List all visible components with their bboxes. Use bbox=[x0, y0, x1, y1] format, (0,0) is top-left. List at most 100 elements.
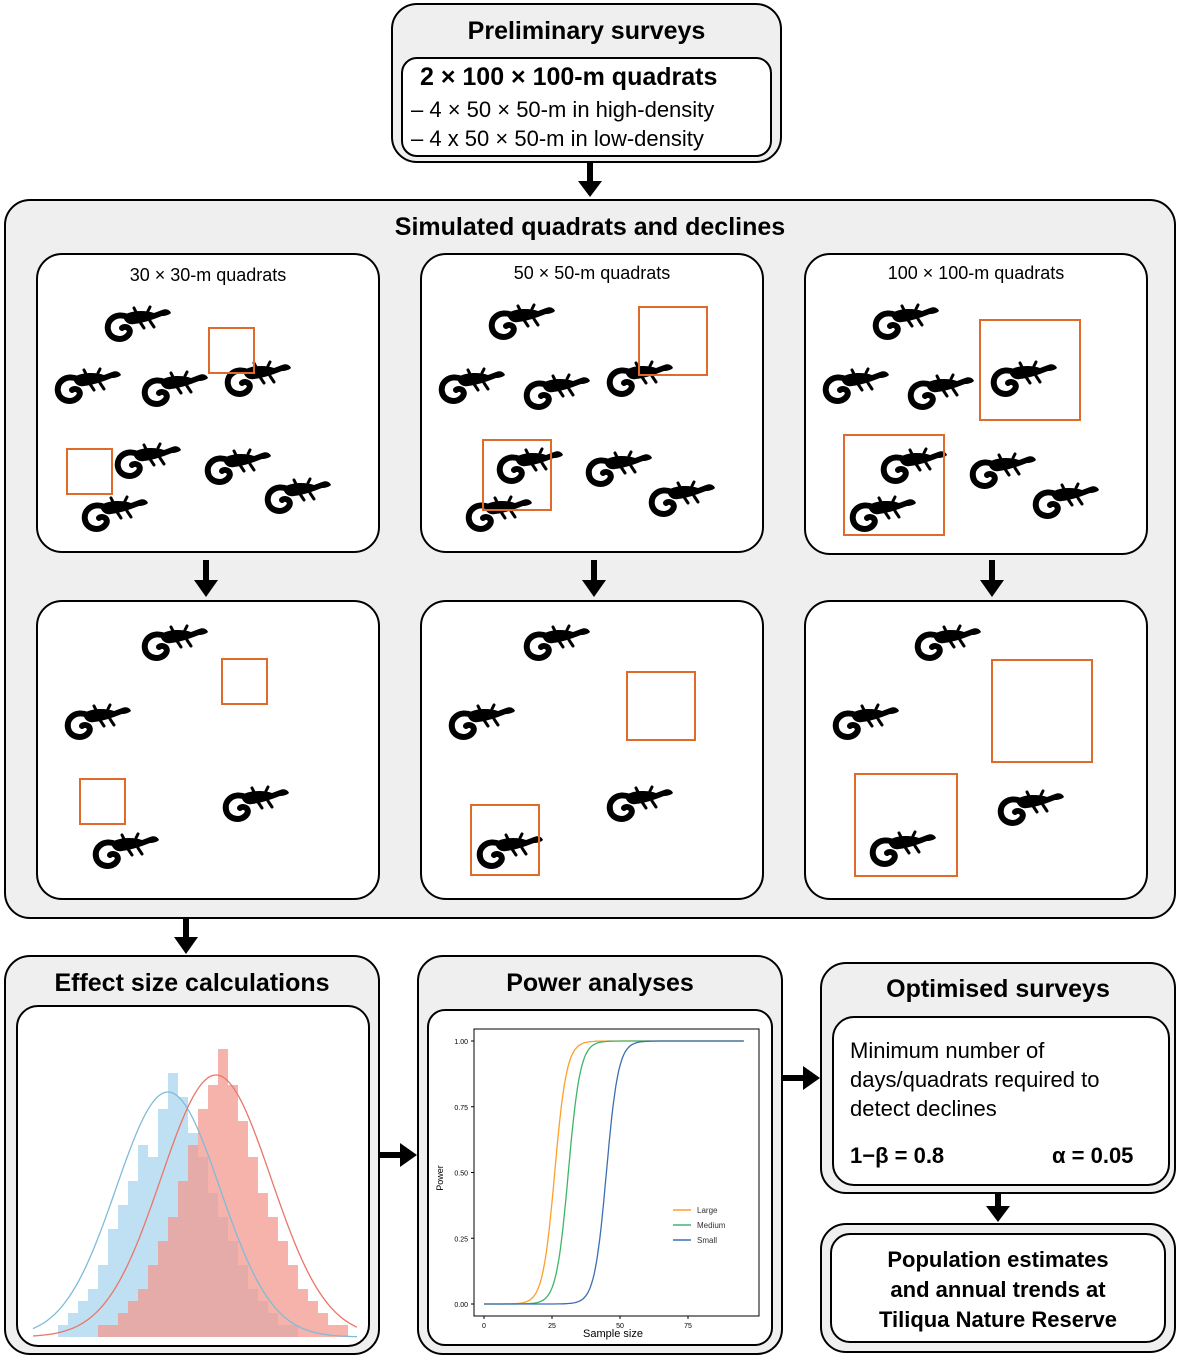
histogram-bar-red bbox=[188, 1145, 198, 1337]
histogram-bar-red bbox=[258, 1193, 268, 1337]
panel-50m-after bbox=[420, 600, 764, 900]
quadrat-square bbox=[991, 659, 1093, 763]
histogram-bar-blue bbox=[168, 1073, 178, 1337]
histogram-bar-red bbox=[268, 1217, 278, 1337]
density-curve-red bbox=[32, 1074, 358, 1337]
quadrat-square bbox=[638, 306, 708, 376]
y-tick-label: 0.75 bbox=[454, 1105, 468, 1112]
histogram-bar-red bbox=[288, 1265, 298, 1337]
histogram-bar-red bbox=[198, 1109, 208, 1337]
panel-30m-before: 30 × 30-m quadrats bbox=[36, 253, 380, 553]
legend-label-large: Large bbox=[697, 1206, 718, 1215]
histogram-bar-red bbox=[168, 1217, 178, 1337]
histogram-bar-red bbox=[118, 1313, 128, 1337]
arrow-down-icon bbox=[582, 560, 606, 597]
lizard-field bbox=[422, 602, 696, 876]
lizard-field bbox=[422, 255, 762, 551]
series-line-medium bbox=[484, 1040, 744, 1305]
preliminary-surveys-box: Preliminary surveys 2 × 100 × 100-m quad… bbox=[391, 3, 782, 163]
arrow-down-icon bbox=[986, 1192, 1010, 1222]
x-tick-label: 0 bbox=[482, 1323, 486, 1330]
optimised-surveys-box: Optimised surveys Minimum number of days… bbox=[820, 962, 1176, 1194]
x-tick-label: 75 bbox=[684, 1323, 692, 1330]
histogram-bar-red bbox=[148, 1265, 158, 1337]
panel-30m-label: 30 × 30-m quadrats bbox=[129, 265, 287, 285]
lizard-field bbox=[806, 602, 1093, 877]
optimised-desc-line-2: days/quadrats required to bbox=[850, 1067, 1100, 1092]
panel-100m-after bbox=[804, 600, 1148, 900]
panel-30m-after bbox=[36, 600, 380, 900]
histogram-bar-red bbox=[108, 1325, 118, 1337]
histogram-bar-blue bbox=[118, 1205, 128, 1337]
histogram-bar-red bbox=[248, 1157, 258, 1337]
panel-50m-label: 50 × 50-m quadrats bbox=[513, 263, 671, 283]
histogram-bar-red bbox=[278, 1241, 288, 1337]
preliminary-line-2: – 4 x 50 × 50-m in low-density bbox=[411, 126, 704, 151]
arrow-right-icon bbox=[380, 1143, 417, 1167]
histogram-bar-red bbox=[228, 1085, 238, 1337]
y-tick-label: 1.00 bbox=[454, 1039, 468, 1046]
population-estimates-box: Population estimates and annual trends a… bbox=[820, 1223, 1176, 1353]
preliminary-surveys-title: Preliminary surveys bbox=[467, 17, 706, 45]
chart-plot-area bbox=[473, 1028, 760, 1317]
quadrat-square bbox=[626, 671, 696, 741]
histogram-bar-red bbox=[238, 1121, 248, 1337]
preliminary-line-1: – 4 × 50 × 50-m in high-density bbox=[411, 97, 715, 122]
optimised-desc-line-1: Minimum number of bbox=[850, 1038, 1045, 1063]
panel-100m-before: 100 × 100-m quadrats bbox=[804, 253, 1148, 555]
histogram-bar-red bbox=[158, 1241, 168, 1337]
histogram-bar-red bbox=[338, 1325, 348, 1337]
histogram-bar-blue bbox=[78, 1301, 88, 1337]
simulated-quadrats-title: Simulated quadrats and declines bbox=[394, 213, 786, 241]
effect-size-histogram-box bbox=[16, 1005, 370, 1347]
quadrat-square bbox=[208, 327, 255, 374]
quadrat-square bbox=[66, 448, 113, 495]
population-line-3: Tiliqua Nature Reserve bbox=[878, 1307, 1118, 1332]
population-line-2: and annual trends at bbox=[890, 1277, 1106, 1302]
optimised-surveys-detail-box: Minimum number of days/quadrats required… bbox=[832, 1016, 1170, 1186]
optimised-surveys-title: Optimised surveys bbox=[886, 975, 1110, 1003]
legend-label-small: Small bbox=[697, 1236, 717, 1245]
histogram-bar-blue bbox=[68, 1313, 78, 1337]
quadrat-square bbox=[854, 773, 958, 877]
x-tick-label: 25 bbox=[548, 1323, 556, 1330]
power-threshold-label: 1−β = 0.8 bbox=[850, 1143, 945, 1168]
panel-50m-before: 50 × 50-m quadrats bbox=[420, 253, 764, 553]
x-tick-label: 50 bbox=[616, 1323, 624, 1330]
y-tick-label: 0.25 bbox=[454, 1236, 468, 1243]
histogram-bar-red bbox=[298, 1289, 308, 1337]
series-line-small bbox=[484, 1040, 744, 1305]
arrow-down-icon bbox=[194, 560, 218, 597]
histogram-bar-red bbox=[98, 1325, 108, 1337]
effect-size-box: Effect size calculations bbox=[4, 955, 380, 1355]
histogram-bar-red bbox=[128, 1301, 138, 1337]
lizard-field bbox=[38, 255, 378, 551]
histogram-bar-red bbox=[218, 1049, 228, 1337]
population-estimates-inner-box: Population estimates and annual trends a… bbox=[830, 1233, 1166, 1343]
panel-100m-label: 100 × 100-m quadrats bbox=[887, 263, 1065, 283]
arrow-down-icon bbox=[578, 163, 602, 197]
histogram-bar-blue bbox=[128, 1181, 138, 1337]
quadrat-square bbox=[79, 778, 126, 825]
histogram-bar-red bbox=[318, 1313, 328, 1337]
lizard-field bbox=[38, 602, 378, 898]
lizard-field bbox=[806, 255, 1146, 536]
density-curve-blue bbox=[32, 1091, 358, 1338]
series-line-large bbox=[484, 1040, 744, 1305]
arrow-right-icon bbox=[783, 1066, 820, 1090]
histogram-bar-red bbox=[178, 1181, 188, 1337]
preliminary-main-text: 2 × 100 × 100-m quadrats bbox=[420, 63, 718, 91]
power-analyses-title: Power analyses bbox=[506, 969, 694, 997]
optimised-desc-line-3: detect declines bbox=[850, 1096, 997, 1121]
quadrat-square bbox=[482, 439, 552, 511]
histogram-bar-red bbox=[328, 1325, 338, 1337]
arrow-down-icon bbox=[980, 560, 1004, 597]
chart-y-axis-label: Power bbox=[435, 1165, 445, 1191]
histogram-bar-red bbox=[138, 1289, 148, 1337]
preliminary-surveys-detail-box: 2 × 100 × 100-m quadrats – 4 × 50 × 50-m… bbox=[401, 57, 772, 157]
histogram-bar-blue bbox=[138, 1145, 148, 1337]
quadrat-square bbox=[979, 319, 1081, 421]
